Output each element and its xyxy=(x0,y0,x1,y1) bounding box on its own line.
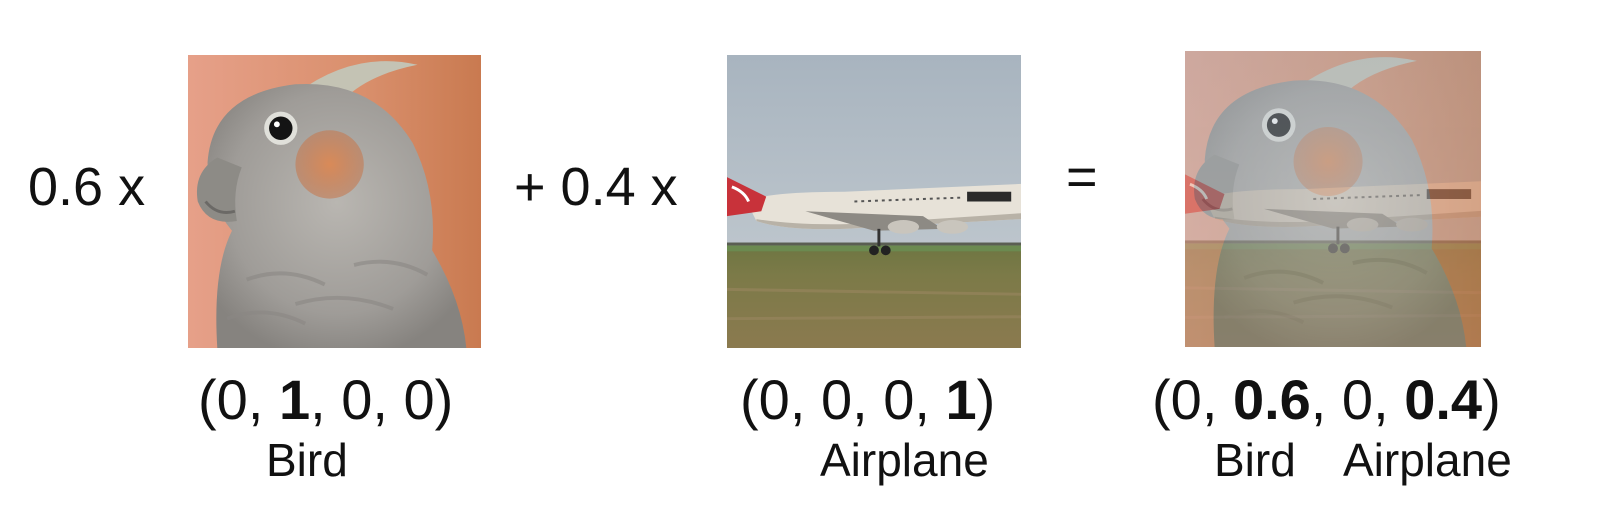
vector-v3: 0 xyxy=(1341,368,1374,431)
vector-v1: 0 xyxy=(1170,368,1202,431)
vector-close: ) xyxy=(976,368,996,431)
vector-v2: 0.6 xyxy=(1232,368,1311,431)
vector-open: ( xyxy=(198,368,217,431)
vector-open: ( xyxy=(1152,368,1171,431)
vector-v2: 0 xyxy=(820,368,853,431)
vector-v4: 1 xyxy=(945,368,977,431)
bird-label-vector: (0, 1, 0, 0) xyxy=(198,372,453,428)
airplane-label-vector: (0, 0, 0, 1) xyxy=(740,372,995,428)
vector-sep: , xyxy=(789,368,821,431)
vector-sep: , xyxy=(247,368,279,431)
right-coefficient: + 0.4 x xyxy=(514,157,678,217)
vector-sep: , xyxy=(1373,368,1405,431)
bird-image xyxy=(188,55,481,348)
vector-v1: 0 xyxy=(758,368,790,431)
mixed-image xyxy=(1185,51,1481,347)
mixed-class-label-bird: Bird xyxy=(1214,434,1296,486)
airplane-image xyxy=(727,55,1021,348)
vector-sep: , xyxy=(1201,368,1233,431)
vector-sep: , xyxy=(372,368,404,431)
vector-sep: , xyxy=(914,368,946,431)
left-coefficient: 0.6 x xyxy=(28,157,146,217)
mixed-label-vector: (0, 0.6, 0, 0.4) xyxy=(1152,372,1501,428)
vector-v1: 0 xyxy=(216,368,248,431)
vector-sep: , xyxy=(1310,368,1342,431)
mixed-class-label-airplane: Airplane xyxy=(1343,434,1512,486)
vector-open: ( xyxy=(740,368,759,431)
vector-sep: , xyxy=(310,368,342,431)
vector-sep: , xyxy=(852,368,884,431)
vector-v4: 0.4 xyxy=(1404,368,1483,431)
vector-close: ) xyxy=(1482,368,1501,431)
vector-v4: 0 xyxy=(403,368,435,431)
vector-v2: 1 xyxy=(278,368,311,431)
airplane-class-label: Airplane xyxy=(820,434,989,486)
vector-close: ) xyxy=(434,368,454,431)
bird-class-label: Bird xyxy=(266,434,348,486)
vector-v3: 0 xyxy=(341,368,373,431)
vector-v3: 0 xyxy=(883,368,915,431)
equals-sign: = xyxy=(1066,147,1098,207)
